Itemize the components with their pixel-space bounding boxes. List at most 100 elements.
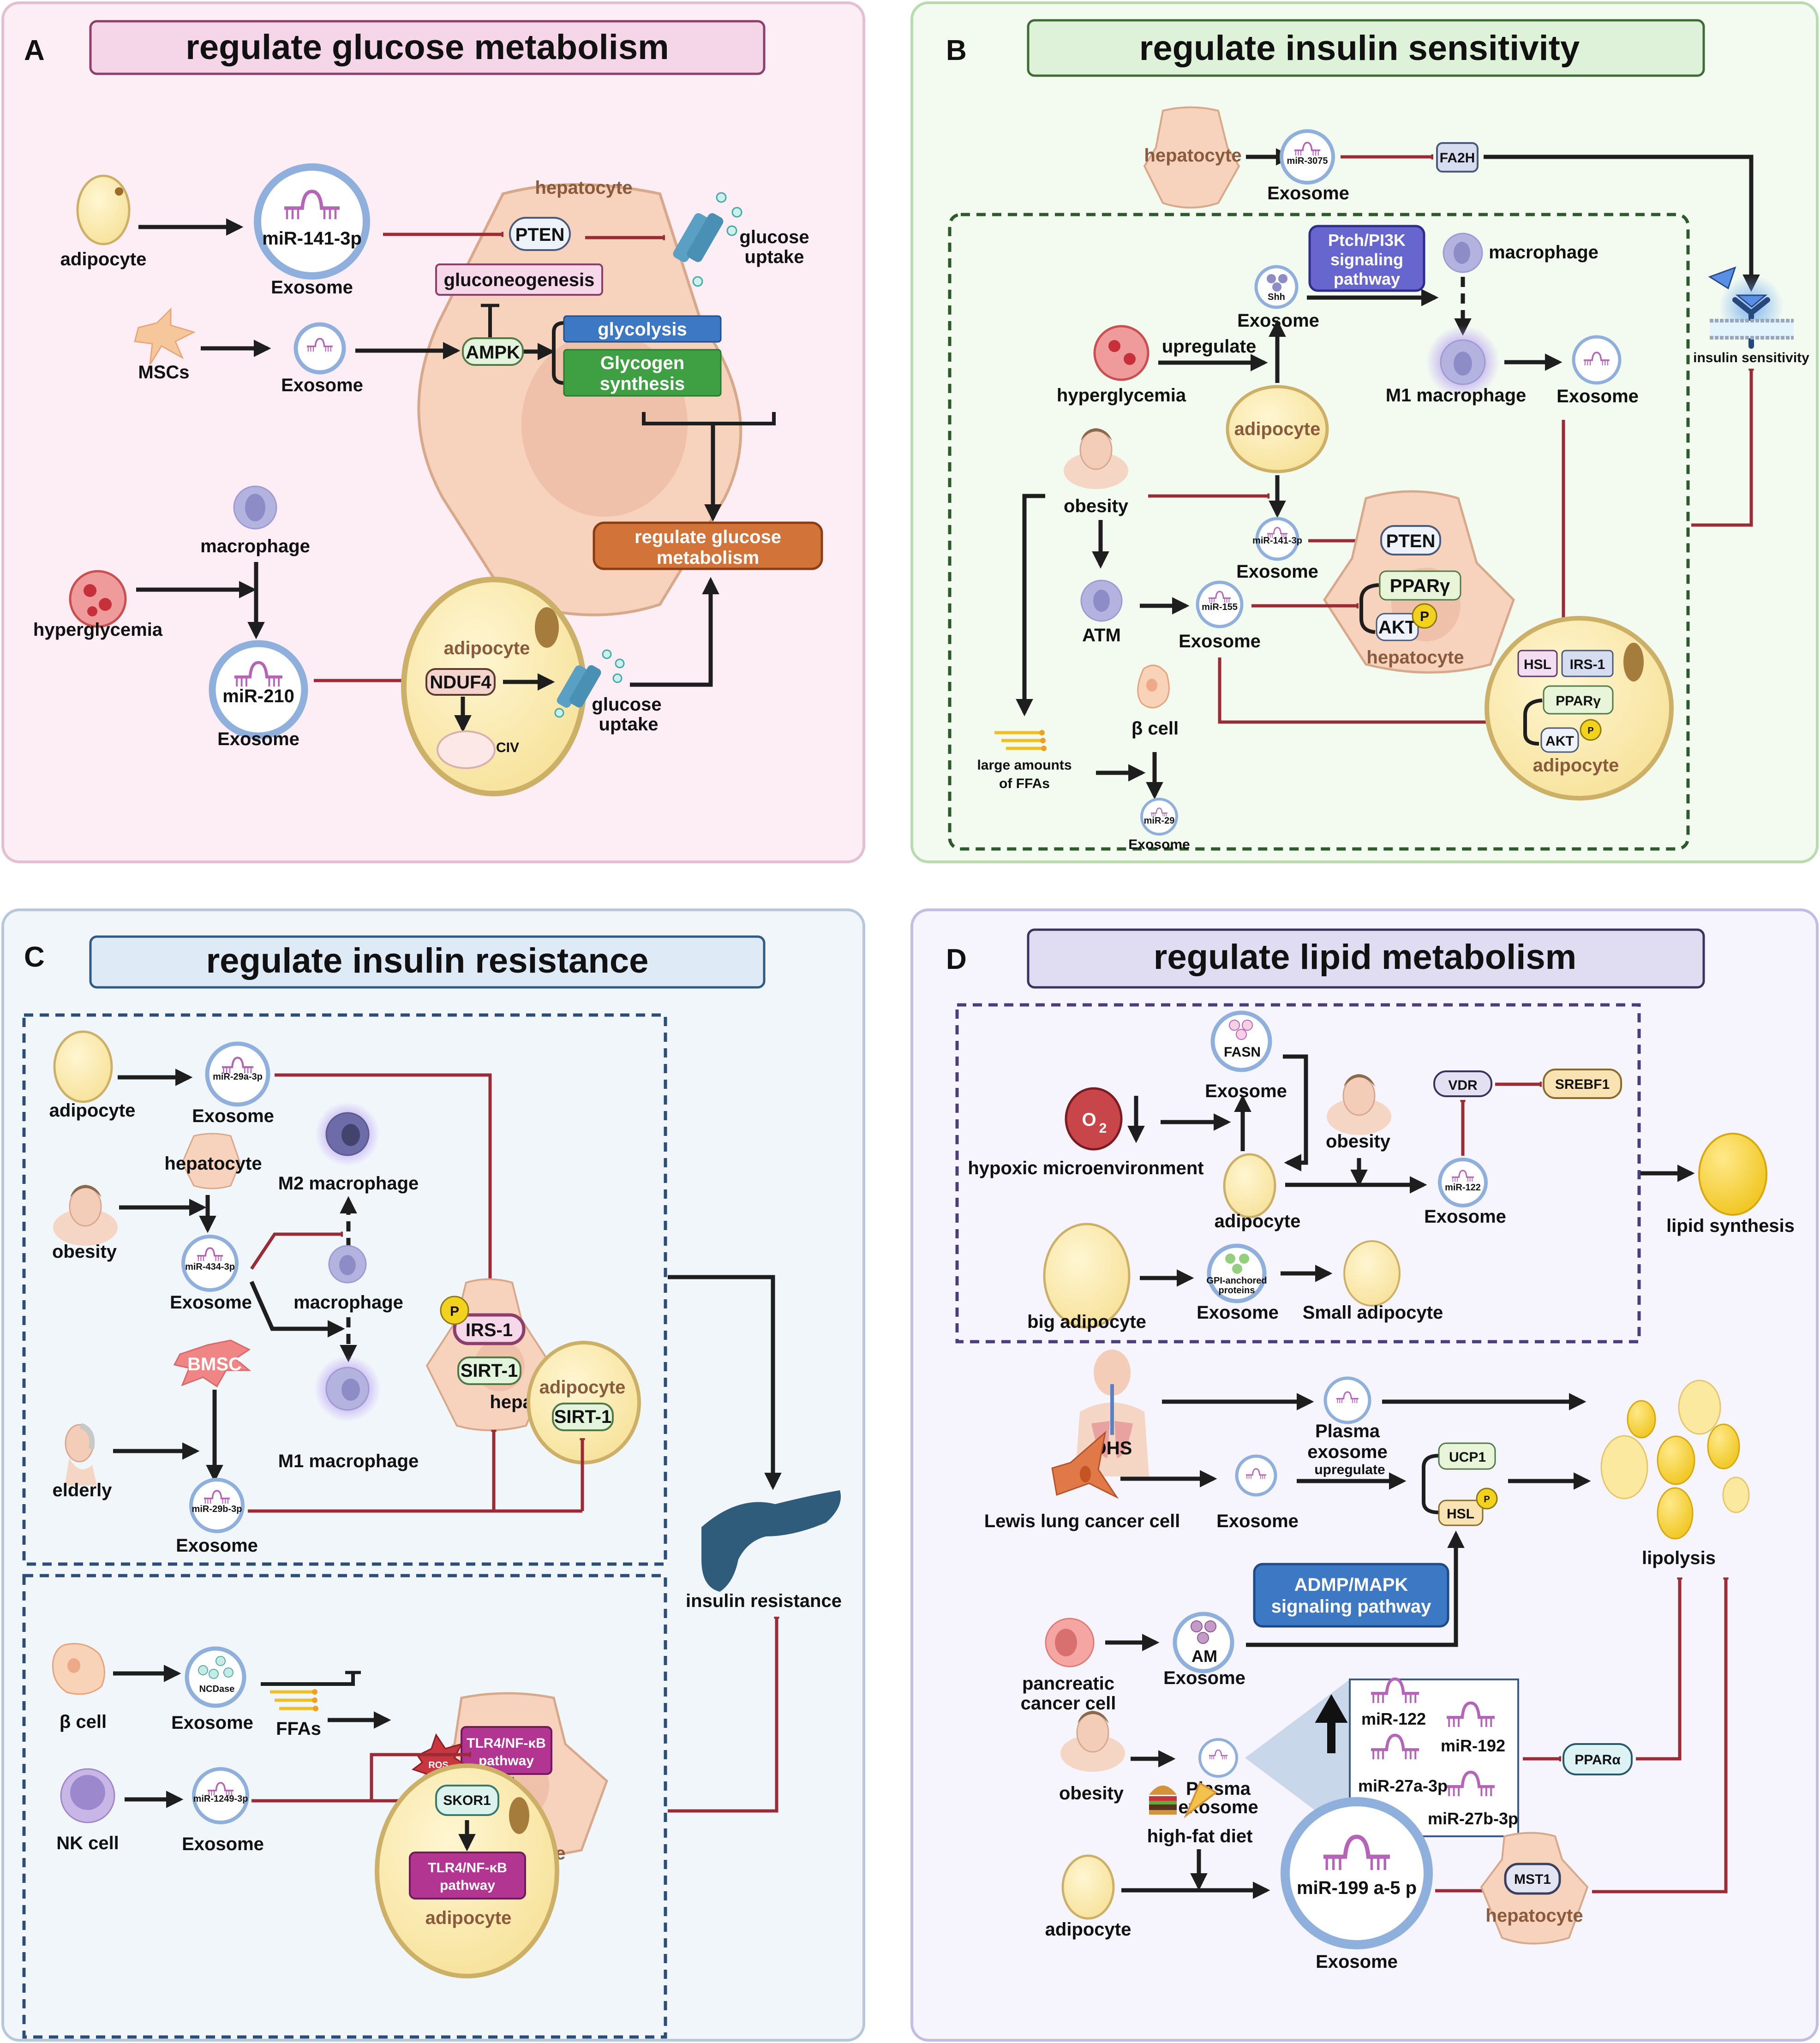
adipocyte-d2-icon bbox=[1061, 1854, 1115, 1920]
exosome-cargo-mir210: miR-210 bbox=[222, 686, 294, 706]
inhibit-ppara-lipolysis bbox=[1636, 1577, 1682, 1761]
ampk-node bbox=[462, 337, 524, 366]
adipocyte-label: adipocyte bbox=[60, 249, 147, 269]
lewis-lung-cancer-cell-icon bbox=[1051, 1431, 1119, 1499]
ffa-label-1: large amounts bbox=[977, 758, 1072, 773]
exosome-cargo-mir141-b: miR-141-3p bbox=[1252, 536, 1302, 546]
exosome-mir29b bbox=[189, 1478, 245, 1533]
bracket-ampk-targets bbox=[552, 321, 564, 385]
exosome-mir29a bbox=[205, 1041, 270, 1107]
hepatocyte-label: hepatocyte bbox=[535, 178, 632, 198]
outcome-label-2: metabolism bbox=[657, 548, 759, 568]
nduf4-label: NDUF4 bbox=[430, 672, 491, 693]
panel-c-title-box bbox=[89, 935, 766, 989]
mst1-node bbox=[1504, 1863, 1561, 1895]
panel-c: C regulate insulin resistance adipocyte … bbox=[1, 908, 865, 2042]
ncd-dot-3 bbox=[209, 1669, 219, 1679]
adipocyte-c-icon bbox=[53, 1030, 113, 1103]
msc-cell-icon bbox=[134, 307, 196, 365]
adipocyte-c-cell-label: adipocyte bbox=[539, 1377, 626, 1398]
exosome-label-mir29b: Exosome bbox=[176, 1535, 258, 1556]
panel-d: D regulate lipid metabolism O 2 hypoxic … bbox=[910, 908, 1819, 2042]
sirt1-adi-node bbox=[552, 1403, 614, 1431]
gpi-dot-3 bbox=[1232, 1264, 1242, 1274]
exosome-mir434 bbox=[181, 1235, 239, 1292]
inhibit-group-to-sensitivity bbox=[1691, 368, 1754, 527]
obesity-d2-label: obesity bbox=[1059, 1783, 1124, 1804]
admp-mapk-node bbox=[1253, 1563, 1449, 1628]
hyperglycemia-b-icon bbox=[1093, 325, 1149, 381]
exosome-label-ncdase: Exosome bbox=[171, 1713, 253, 1733]
exosome-label-mir141-b: Exosome bbox=[1236, 562, 1318, 582]
arrow-fa2h-to-receptor bbox=[1484, 155, 1760, 292]
adipocyte-b-icon bbox=[1226, 385, 1329, 473]
fasn-dot-2 bbox=[1242, 1020, 1253, 1031]
outcome-node bbox=[593, 521, 823, 570]
exosome-label-mir155: Exosome bbox=[1179, 631, 1261, 651]
exosome-plasma bbox=[1323, 1376, 1371, 1424]
akt-hep-label: AKT bbox=[1378, 617, 1416, 638]
outcome-label-1: regulate glucose bbox=[635, 527, 781, 547]
exosome-cargo-fasn: FASN bbox=[1224, 1045, 1261, 1060]
obesity-b-label: obesity bbox=[1064, 496, 1129, 516]
adipocyte-d2-label: adipocyte bbox=[1045, 1919, 1132, 1940]
glucose-uptake-label-1b: uptake bbox=[745, 247, 804, 267]
bracket-hepatocyte-outputs bbox=[642, 412, 776, 425]
shh-dot-2 bbox=[1278, 274, 1287, 283]
pancreatic-label-2: cancer cell bbox=[1021, 1693, 1116, 1714]
exosome-mir29 bbox=[1140, 798, 1178, 836]
mirna-list-item-4: miR-27b-3p bbox=[1428, 1809, 1518, 1828]
adipocyte-c2-label: adipocyte bbox=[425, 1908, 512, 1928]
bmsc-label: BMSC bbox=[187, 1354, 242, 1374]
skor1-adi-node bbox=[435, 1785, 499, 1816]
exosome-label-2: Exosome bbox=[281, 375, 363, 395]
beta-cell-c-label: β cell bbox=[60, 1712, 107, 1732]
small-adipocyte-label: Small adipocyte bbox=[1303, 1302, 1443, 1323]
obesity-d-icon bbox=[1327, 1074, 1391, 1135]
exosome-label-am: Exosome bbox=[1163, 1668, 1245, 1688]
shh-dot-1 bbox=[1267, 274, 1276, 283]
admp-label-1: ADMP/MAPK bbox=[1294, 1575, 1408, 1595]
m2-macrophage-label: M2 macrophage bbox=[278, 1173, 419, 1194]
o2-subscript: 2 bbox=[1099, 1121, 1107, 1136]
obesity-c-label: obesity bbox=[52, 1242, 117, 1262]
panel-c-letter: C bbox=[24, 941, 45, 973]
bracket-pparg-akt-hep bbox=[1359, 583, 1379, 634]
exosome-label-mir1249: Exosome bbox=[182, 1834, 264, 1854]
adipocyte-d-icon bbox=[1223, 1153, 1276, 1219]
irs1-c-label: IRS-1 bbox=[466, 1320, 513, 1340]
phospho-hep-icon bbox=[1412, 603, 1437, 629]
macrophage-nucleus bbox=[245, 494, 265, 521]
pparg-adi-label: PPARγ bbox=[1556, 693, 1601, 709]
nk-cell-label: NK cell bbox=[56, 1833, 119, 1853]
ptch-label-1: Ptch/PI3K bbox=[1328, 231, 1406, 250]
fa2h-label: FA2H bbox=[1440, 150, 1475, 166]
exosome-cargo-am: AM bbox=[1191, 1647, 1217, 1666]
insulin-resistance-label: insulin resistance bbox=[686, 1591, 842, 1611]
pparg-adi-node bbox=[1543, 685, 1614, 715]
obesity-d2-icon bbox=[1060, 1711, 1125, 1772]
exosome-plasma-2 bbox=[1198, 1738, 1238, 1778]
admp-label-2: signaling pathway bbox=[1271, 1596, 1431, 1617]
civ-label: CIV bbox=[496, 740, 519, 755]
ffas-label: FFAs bbox=[276, 1719, 321, 1739]
pparg-hep-label: PPARγ bbox=[1390, 576, 1450, 596]
lewis-nucleus bbox=[1080, 1466, 1091, 1482]
exosome-msc bbox=[293, 322, 346, 375]
panel-c-title: regulate insulin resistance bbox=[206, 941, 649, 980]
dashed-group-c-top bbox=[22, 1013, 667, 1566]
irs1-node bbox=[1561, 650, 1614, 677]
inhibit-mir155-adipocyte bbox=[1218, 657, 1542, 725]
hsl-d-label: HSL bbox=[1447, 1506, 1474, 1522]
lipid-synthesis-label: lipid synthesis bbox=[1666, 1216, 1795, 1236]
mirna-list-item-3: miR-27a-3p bbox=[1358, 1776, 1448, 1795]
hypoxic-label: hypoxic microenvironment bbox=[968, 1158, 1203, 1178]
exosome-fasn bbox=[1210, 1010, 1272, 1072]
insulin-ligand-icon bbox=[1708, 266, 1736, 290]
gpi-dot-1 bbox=[1225, 1254, 1235, 1264]
nduf4-node bbox=[425, 668, 496, 696]
macrophage-b-label: macrophage bbox=[1489, 242, 1598, 263]
gpi-dot-2 bbox=[1239, 1254, 1249, 1264]
exosome-mir122 bbox=[1438, 1158, 1488, 1207]
adipocyte-d-label: adipocyte bbox=[1215, 1211, 1301, 1231]
